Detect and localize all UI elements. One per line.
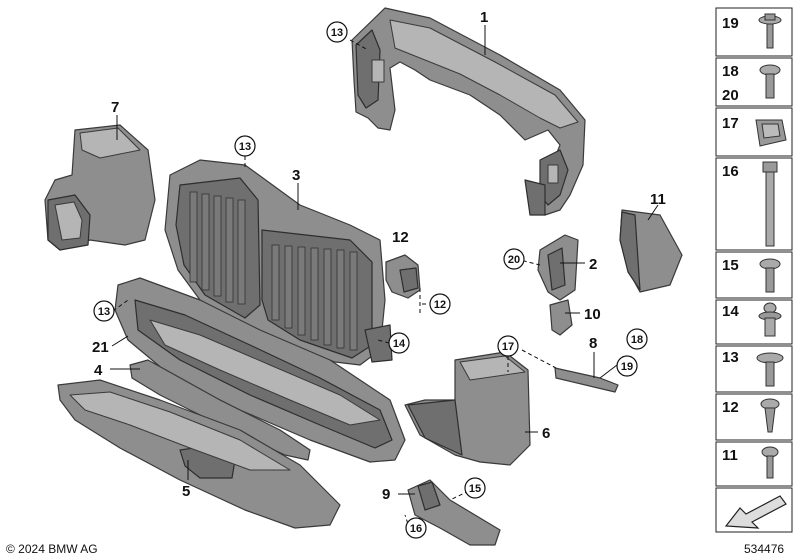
copyright-notice: © 2024 BMW AG xyxy=(6,542,98,556)
part-21-lower-bar[interactable] xyxy=(114,277,406,463)
circled-callout-14: 14 xyxy=(388,332,410,354)
fastener-cell-14[interactable]: 14 xyxy=(715,299,793,345)
circled-callout-15: 15 xyxy=(464,477,486,499)
circled-callout-19: 19 xyxy=(616,355,638,377)
callout-6: 6 xyxy=(542,425,550,442)
fastener-cell-13[interactable]: 13 xyxy=(715,345,793,393)
leader-lines xyxy=(110,25,659,531)
circled-callout-13-grille: 13 xyxy=(234,135,256,157)
callout-4: 4 xyxy=(94,362,103,379)
circled-callout-16: 16 xyxy=(405,517,427,539)
svg-text:18: 18 xyxy=(722,63,739,80)
circled-callout-13-top: 13 xyxy=(326,21,348,43)
svg-text:17: 17 xyxy=(502,341,514,353)
svg-text:18: 18 xyxy=(631,334,643,346)
svg-text:17: 17 xyxy=(722,115,739,132)
fastener-panel: 19 18 20 17 xyxy=(715,7,793,533)
callout-7: 7 xyxy=(111,99,119,116)
circled-callout-18: 18 xyxy=(626,328,648,350)
callout-5: 5 xyxy=(182,483,190,500)
svg-text:20: 20 xyxy=(722,87,739,104)
part-6-right-air-duct[interactable] xyxy=(404,351,531,466)
part-3-kidney-grille[interactable] xyxy=(164,159,393,366)
callout-3: 3 xyxy=(292,167,300,184)
diagram-number: 534476 xyxy=(744,542,784,556)
callout-2: 2 xyxy=(589,256,597,273)
washer-head-screw-icon xyxy=(756,352,784,387)
callout-21: 21 xyxy=(92,339,109,356)
part-10-clip[interactable] xyxy=(549,299,573,336)
circled-callout-17: 17 xyxy=(497,335,519,357)
fastener-cell-19[interactable]: 19 xyxy=(715,7,793,57)
svg-text:12: 12 xyxy=(722,399,739,416)
part-12-bracket[interactable] xyxy=(385,254,421,299)
fastener-cell-12[interactable]: 12 xyxy=(715,393,793,441)
part-5-underbody-panel[interactable] xyxy=(57,379,341,529)
svg-text:16: 16 xyxy=(722,163,739,180)
fastener-cell-arrow xyxy=(715,487,793,533)
svg-text:19: 19 xyxy=(621,361,633,373)
circled-callout-13-bar: 13 xyxy=(93,300,115,322)
fastener-cell-17[interactable]: 17 xyxy=(715,107,793,157)
circled-callout-20: 20 xyxy=(503,248,525,270)
grille-slats-right xyxy=(271,244,358,351)
svg-text:13: 13 xyxy=(98,306,110,318)
svg-text:11: 11 xyxy=(722,447,738,464)
svg-text:15: 15 xyxy=(469,483,481,495)
callout-11: 11 xyxy=(650,191,666,208)
svg-text:13: 13 xyxy=(331,27,343,39)
pan-head-screw-icon xyxy=(761,446,779,479)
svg-text:15: 15 xyxy=(722,257,739,274)
callout-1: 1 xyxy=(480,9,488,26)
part-2-bracket[interactable] xyxy=(537,234,579,301)
callout-8: 8 xyxy=(589,335,597,352)
callout-12: 12 xyxy=(392,229,409,246)
svg-text:19: 19 xyxy=(722,15,739,32)
svg-text:16: 16 xyxy=(410,523,422,535)
part-11-right-deflector[interactable] xyxy=(619,209,683,293)
fastener-cell-15[interactable]: 15 xyxy=(715,251,793,299)
grille-slats-left xyxy=(189,191,246,305)
part-4-lower-strip[interactable] xyxy=(129,359,311,461)
svg-text:12: 12 xyxy=(434,299,446,311)
svg-text:13: 13 xyxy=(722,349,739,366)
tapping-screw-icon xyxy=(760,398,780,433)
fastener-cell-16[interactable]: 16 xyxy=(715,157,793,251)
svg-text:13: 13 xyxy=(239,141,251,153)
part-7-left-air-duct[interactable] xyxy=(44,124,156,251)
screw-with-washer-icon xyxy=(758,13,782,49)
clip-nut-icon xyxy=(755,119,787,147)
svg-text:14: 14 xyxy=(722,303,739,320)
circled-callout-12: 12 xyxy=(429,293,451,315)
svg-text:20: 20 xyxy=(508,254,520,266)
callout-9: 9 xyxy=(382,486,390,503)
svg-text:14: 14 xyxy=(393,338,406,350)
fastener-cell-11[interactable]: 11 xyxy=(715,441,793,487)
long-bolt-icon xyxy=(762,161,778,247)
collar-screw-icon xyxy=(759,64,781,99)
part-1-carrier-frame[interactable] xyxy=(351,7,586,216)
expansion-rivet-icon xyxy=(758,302,782,337)
callout-10: 10 xyxy=(584,306,601,323)
flange-screw-icon xyxy=(759,258,781,293)
arrow-direction-icon xyxy=(724,495,787,529)
part-9-bottom-bracket[interactable] xyxy=(407,479,501,546)
fastener-cell-18-20[interactable]: 18 20 xyxy=(715,57,793,107)
